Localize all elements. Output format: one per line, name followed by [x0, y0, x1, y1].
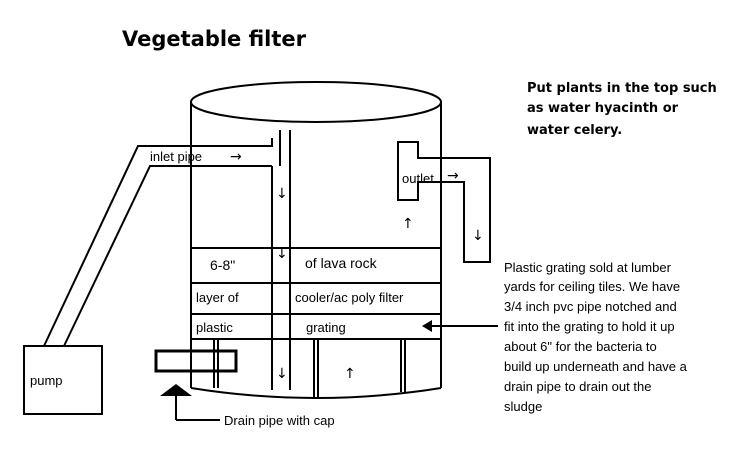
plants-note-line: as water hyacinth or	[527, 101, 679, 116]
outlet-pipe	[397, 141, 491, 263]
layer-label-lava-rock: of lava rock	[305, 255, 378, 271]
grating-note-line: sludge	[504, 399, 542, 414]
plants-note-line: Put plants in the top such	[527, 81, 717, 96]
tank-bottom	[190, 387, 442, 399]
pump-box	[23, 345, 103, 415]
filter-layers	[191, 247, 441, 340]
layer-label-layer-of: layer of	[196, 290, 239, 305]
drain-pipe	[154, 349, 238, 373]
grating-support-pipes	[213, 339, 406, 398]
grating-note-line: fit into the grating to hold it up	[504, 319, 675, 334]
grating-note-line: drain pipe to drain out the	[504, 379, 651, 394]
diagram-title: Vegetable filter	[122, 27, 307, 51]
flow-up-icon: ↑	[402, 216, 414, 232]
tank-top-rim	[190, 81, 442, 123]
flow-down-icon: ↓	[276, 366, 288, 382]
grating-note-line: yards for ceiling tiles. We have	[504, 279, 680, 294]
inlet-pipe-inner	[63, 165, 272, 347]
flow-down-icon: ↓	[276, 246, 288, 262]
flow-down-icon: ↓	[276, 186, 288, 202]
flow-right-icon: →	[230, 149, 242, 165]
grating-note-line: build up underneath and have a	[504, 359, 688, 374]
inlet-pipe-outer	[43, 138, 273, 347]
layer-label-grating: grating	[306, 320, 346, 335]
flow-up-icon: ↑	[344, 366, 356, 382]
pump-label: pump	[30, 373, 63, 388]
grating-note-line: about 6" for the bacteria to	[504, 339, 657, 354]
plants-note-line: water celery.	[527, 123, 622, 138]
grating-note-line: Plastic grating sold at lumber	[504, 260, 672, 275]
layer-label-poly-filter: cooler/ac poly filter	[295, 290, 404, 305]
inlet-pipe	[43, 130, 291, 390]
filter-tank	[190, 81, 442, 399]
outlet-label: outlet	[402, 171, 434, 186]
outlet-pipe-body	[397, 141, 491, 263]
plants-note: Put plants in the top such as water hyac…	[527, 81, 717, 138]
grating-note: Plastic grating sold at lumber yards for…	[504, 260, 688, 414]
inlet-pipe-label: inlet pipe	[150, 149, 202, 164]
layer-label-depth: 6-8"	[210, 257, 235, 273]
grating-pointer-icon	[422, 320, 432, 332]
flow-right-icon: →	[447, 168, 459, 184]
grating-note-line: 3/4 inch pvc pipe notched and	[504, 299, 677, 314]
layer-label-plastic: plastic	[196, 320, 233, 335]
drain-pipe-label: Drain pipe with cap	[224, 413, 335, 428]
flow-down-icon: ↓	[472, 228, 484, 244]
drain-cap-icon	[160, 384, 192, 396]
